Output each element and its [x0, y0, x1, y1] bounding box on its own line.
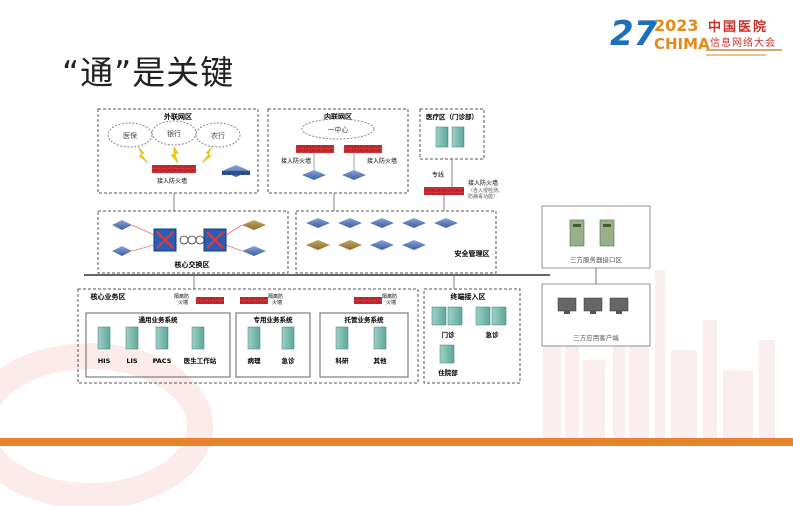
logo-cn-line1: 中国医院	[708, 20, 769, 35]
security-zone-title: 安全管理区	[455, 249, 490, 258]
firewall-label: 接入防火墙	[281, 157, 311, 165]
isolation-firewall-label: 隔离防	[174, 293, 189, 300]
firewall-icon	[152, 165, 196, 173]
firewall-icon	[344, 145, 382, 153]
internal-zone-title: 内联网区	[324, 112, 352, 121]
isolation-firewall-label: 火墙	[272, 299, 282, 306]
terminal-label: 住院部	[438, 368, 458, 377]
logo-subline	[706, 54, 766, 56]
logo-year: 2023	[654, 16, 699, 35]
special-business-title: 专用业务系统	[254, 315, 294, 324]
firewall-label: 接入防火墙	[367, 157, 397, 165]
cloud-icon	[107, 120, 241, 148]
bottom-accent-bar	[0, 438, 793, 446]
firewall-icon	[196, 297, 224, 304]
core-zone-title: 核心交换区	[175, 260, 210, 269]
business-zone-box	[77, 288, 419, 384]
cloud-icon	[301, 118, 375, 140]
router-icon	[222, 165, 250, 177]
server-icon	[335, 326, 387, 350]
switch-icon	[112, 220, 266, 256]
external-zone-box	[97, 108, 259, 194]
firewall-note: 防病毒功能）	[468, 193, 498, 200]
slide-title: “通”是关键	[62, 53, 235, 92]
cloud-label: 银行	[167, 129, 181, 138]
firewall-label: 接入防火墙	[468, 179, 498, 187]
computer-icon	[557, 297, 629, 314]
security-zone-box	[295, 210, 497, 274]
system-label: PACS	[153, 357, 172, 365]
system-label: 医生工作站	[184, 356, 217, 365]
logo-number: 27	[610, 14, 658, 54]
terminal-zone-title: 终端接入区	[451, 292, 486, 301]
terminal-icon	[431, 306, 507, 364]
special-business-box	[235, 312, 311, 378]
terminal-label: 急诊	[486, 330, 500, 339]
firewall-icon	[424, 187, 464, 195]
system-label: 其他	[374, 356, 388, 365]
isolation-firewall-label: 火墙	[386, 299, 396, 306]
hosted-business-title: 托管业务系统	[345, 315, 385, 324]
server-icon	[435, 126, 465, 148]
server-icon	[97, 326, 205, 350]
firewall-icon	[354, 297, 382, 304]
security-device-icon	[306, 218, 458, 250]
dedicated-line-label: 专线	[432, 171, 444, 179]
cloud-label: 一中心	[328, 125, 349, 134]
third-party-panel: 三方服务器接口区 三方应用客户端	[541, 205, 651, 347]
firewall-icon	[296, 145, 334, 153]
cloud-label: 医保	[123, 131, 137, 140]
clinic-zone-title: 医疗区（门诊部）	[426, 112, 478, 121]
firewall-icon	[240, 297, 268, 304]
network-diagram: 外联网区 医保 银行 农行 接入防火墙 内联网区 一中心 接入防火墙 接入防火墙…	[64, 101, 550, 388]
logo-brand: CHIMA	[654, 35, 710, 53]
lightning-icon	[137, 146, 213, 164]
isolation-firewall-label: 隔离防	[382, 293, 397, 300]
server-icon	[247, 326, 295, 350]
cloud-label: 农行	[211, 131, 225, 140]
system-label: 急诊	[282, 356, 296, 365]
chima-logo: 27 2023 CHIMA 中国医院 信息网络大会	[610, 14, 782, 60]
third-party-server-label: 三方服务器接口区	[570, 255, 623, 264]
system-label: LIS	[126, 357, 138, 365]
system-label: HIS	[98, 357, 111, 365]
internal-zone-box	[267, 108, 409, 194]
third-party-client-label: 三方应用客户端	[573, 333, 619, 342]
router-icon	[302, 170, 366, 180]
general-business-title: 通用业务系统	[139, 315, 179, 324]
core-zone-box	[97, 210, 289, 274]
firewall-note: （含入侵检测、	[468, 187, 503, 194]
terminal-zone-box	[423, 288, 521, 384]
network-diagram-svg: 外联网区 医保 银行 农行 接入防火墙 内联网区 一中心 接入防火墙 接入防火墙…	[77, 108, 550, 384]
firewall-label: 接入防火墙	[157, 177, 187, 185]
hosted-business-box	[319, 312, 409, 378]
isolation-firewall-label: 隔离防	[268, 293, 283, 300]
third-party-client-box	[541, 283, 651, 347]
terminal-label: 门诊	[442, 330, 456, 339]
general-business-box	[85, 312, 231, 378]
business-zone-title: 核心业务区	[91, 292, 126, 301]
logo-subline	[706, 49, 782, 51]
system-label: 科研	[336, 356, 350, 365]
skyline-decoration	[543, 270, 775, 440]
isolation-firewall-label: 火墙	[178, 299, 188, 306]
server-icon	[569, 219, 615, 247]
external-zone-title: 外联网区	[164, 112, 192, 121]
core-switch-icon	[153, 228, 227, 252]
system-label: 病理	[248, 356, 262, 365]
logo-cn-line2: 信息网络大会	[710, 38, 776, 49]
